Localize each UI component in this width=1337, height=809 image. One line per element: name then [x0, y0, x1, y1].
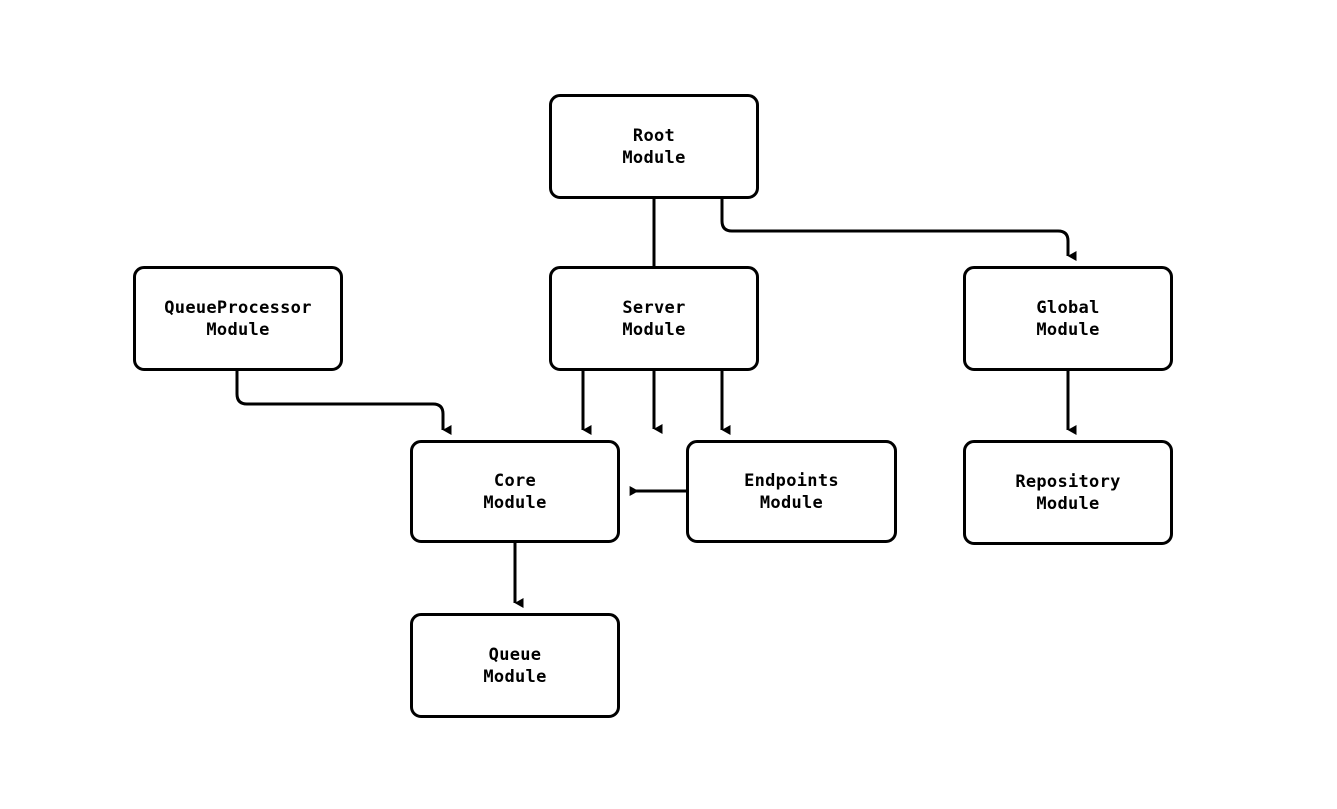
node-repository-module-label: Repository Module	[1015, 471, 1121, 514]
node-queueprocessor-module[interactable]: QueueProcessor Module	[133, 266, 343, 371]
node-repository-module[interactable]: Repository Module	[963, 440, 1173, 545]
node-queue-module[interactable]: Queue Module	[410, 613, 620, 718]
node-core-module[interactable]: Core Module	[410, 440, 620, 543]
node-endpoints-module-label: Endpoints Module	[744, 470, 839, 513]
node-core-module-label: Core Module	[483, 470, 547, 513]
node-queueprocessor-module-label: QueueProcessor Module	[164, 297, 312, 340]
node-server-module[interactable]: Server Module	[549, 266, 759, 371]
node-global-module[interactable]: Global Module	[963, 266, 1173, 371]
node-server-module-label: Server Module	[622, 297, 686, 340]
node-endpoints-module[interactable]: Endpoints Module	[686, 440, 897, 543]
node-global-module-label: Global Module	[1036, 297, 1100, 340]
node-root-module[interactable]: Root Module	[549, 94, 759, 199]
node-root-module-label: Root Module	[622, 125, 686, 168]
node-queue-module-label: Queue Module	[483, 644, 547, 687]
edge-root-to-global	[720, 199, 1077, 261]
edge-queueprocessor-to-core	[235, 371, 452, 435]
